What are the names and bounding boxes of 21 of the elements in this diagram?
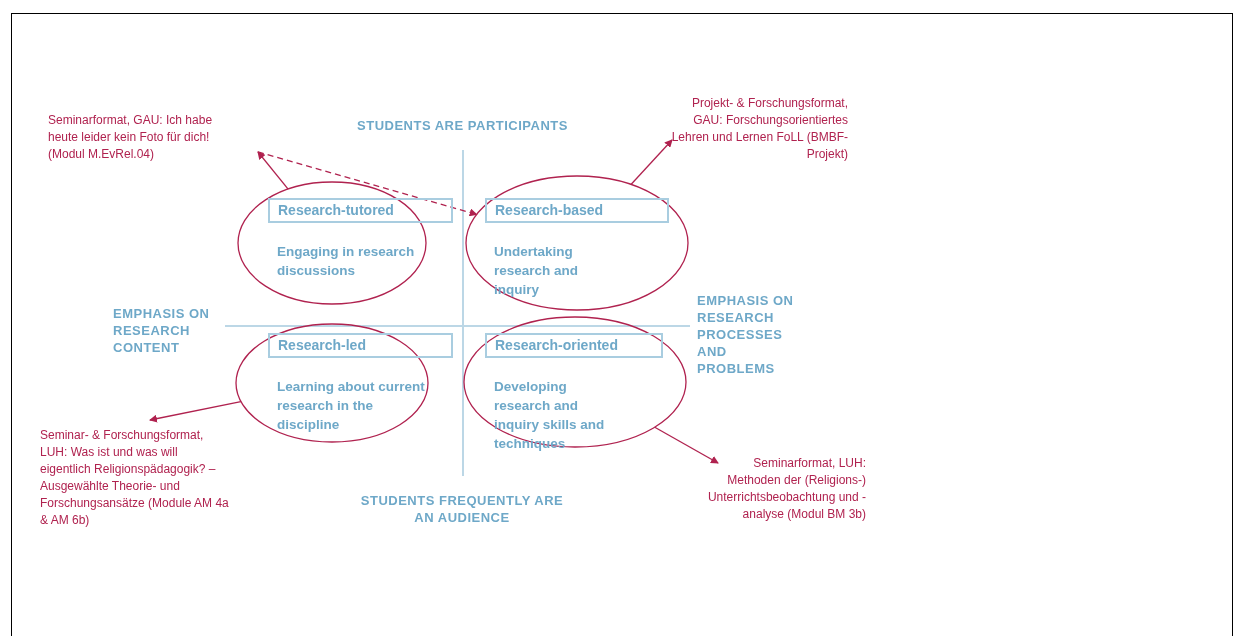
annotation-note: Seminarformat, GAU: Ich habe heute leider kein Foto für dich! (Modul M.EvRel.04) [48, 112, 243, 163]
annotation-note: Seminar- & Forschungsformat, LUH: Was ist und was will eigentlich Religionspädagogik? – Ausgewählte Theorie- und Forschungsansätze (Module AM 4a & AM 6b) [40, 427, 230, 529]
category-heading: Research-based [485, 198, 669, 223]
arrow [149, 400, 242, 423]
annotation-note: Seminarformat, LUH: Methoden der (Religions-) Unterrichtsbeobachtung und -analyse (Modul BM 3b) [706, 455, 866, 523]
category-heading: Research-led [268, 333, 453, 358]
axis-label: EMPHASIS ON RESEARCH PROCESSES AND PROBLEMS [697, 292, 795, 377]
description-text: Learning about current research in the discipline [277, 378, 426, 434]
arrow [257, 151, 289, 190]
axis-label: STUDENTS ARE PARTICIPANTS [356, 117, 569, 134]
category-heading: Research-oriented [485, 333, 663, 358]
description-text: Engaging in research discussions [277, 243, 416, 280]
category-heading: Research-tutored [268, 198, 453, 223]
axis-label: STUDENTS FREQUENTLY ARE AN AUDIENCE [359, 492, 565, 526]
description-text: Undertaking research and inquiry [494, 243, 580, 299]
arrow [630, 139, 673, 186]
arrow [257, 151, 478, 217]
annotation-note: Projekt- & Forschungsformat, GAU: Forschungsorientiertes Lehren und Lernen FoLL (BMBF-Projekt) [666, 95, 848, 163]
axis-label: EMPHASIS ON RESEARCH CONTENT [113, 305, 211, 356]
description-text: Developing research and inquiry skills and techniques [494, 378, 606, 453]
arrow [654, 426, 719, 464]
